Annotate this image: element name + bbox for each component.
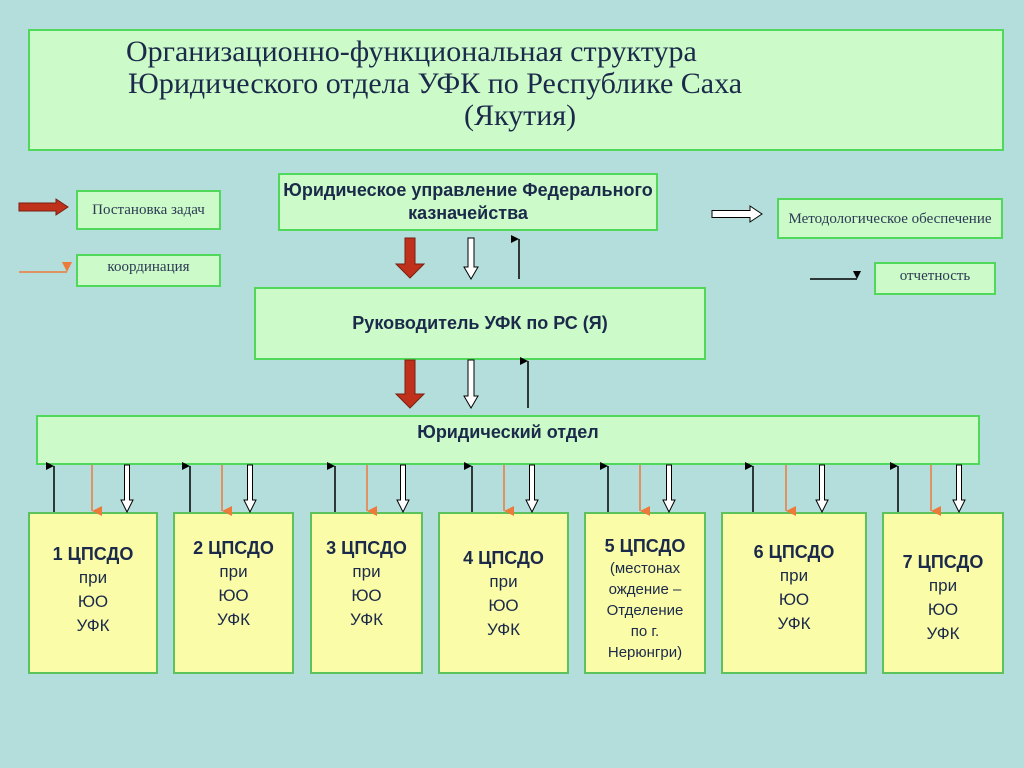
arrow-method-head-to-dept <box>463 359 479 409</box>
legend-task-arrow <box>18 198 69 216</box>
unit-line: УФК <box>76 616 110 635</box>
unit-box-5: 5 ЦПСДО (местонах ождение – Отделение по г. Н… <box>584 512 706 674</box>
legend-methodology-arrow <box>711 205 763 223</box>
legend-coordination: координация <box>76 254 221 287</box>
unit-title: 3 ЦПСДО <box>326 538 407 558</box>
arrow-method-unit-4 <box>525 464 539 514</box>
unit-line: при <box>352 562 381 581</box>
title-line-2: Юридического отдела УФК по Республике Са… <box>128 67 743 100</box>
unit-line: ЮО <box>778 590 810 609</box>
arrow-task-top-to-head <box>394 237 426 279</box>
arrow-method-unit-6 <box>815 464 829 514</box>
title-line-1: Организационно-функциональная структура <box>126 35 697 68</box>
arrow-method-unit-2 <box>243 464 257 514</box>
arrow-method-top-to-head <box>463 237 479 280</box>
unit-line: ЮО <box>77 592 109 611</box>
unit-line: Нерюнгри) <box>607 644 683 661</box>
unit-line: УФК <box>349 610 384 629</box>
arrow-method-unit-7 <box>952 464 966 514</box>
unit-title: 7 ЦПСДО <box>902 552 984 572</box>
arrow-method-unit-3 <box>396 464 410 514</box>
unit-line: при <box>489 572 518 591</box>
legend-methodology: Методологическое обеспечение <box>777 198 1003 239</box>
unit-line: УФК <box>486 620 521 639</box>
arrow-task-head-to-dept <box>394 359 426 409</box>
unit-line: УФК <box>216 610 251 629</box>
unit-line: при <box>78 568 108 587</box>
legend-task-setting: Постановка задач <box>76 190 221 230</box>
node-legal-department: Юридический отдел <box>36 415 980 465</box>
unit-line: УФК <box>926 624 960 643</box>
unit-title: 5 ЦПСДО <box>604 536 686 556</box>
unit-title: 1 ЦПСДО <box>52 544 134 564</box>
unit-line: при <box>779 566 809 585</box>
title-line-3: (Якутия) <box>464 99 577 132</box>
unit-line: ЮО <box>218 586 249 605</box>
unit-line: ЮО <box>488 596 519 615</box>
unit-line: (местонах <box>609 560 681 577</box>
unit-title: 2 ЦПСДО <box>193 538 274 558</box>
unit-line: Отделение <box>606 602 684 619</box>
title-box: Организационно-функциональная структура … <box>28 29 1004 151</box>
unit-line: УФК <box>777 614 811 633</box>
legend-reporting: отчетность <box>874 262 996 295</box>
unit-line: ождение – <box>608 581 682 598</box>
unit-line: при <box>928 576 958 595</box>
arrow-method-unit-5 <box>662 464 676 514</box>
unit-line: ЮО <box>351 586 382 605</box>
unit-line: при <box>219 562 248 581</box>
node-federal-legal-department: Юридическое управление Федерального казн… <box>278 173 658 231</box>
arrow-method-unit-1 <box>120 464 134 514</box>
unit-line: ЮО <box>927 600 959 619</box>
unit-line: по г. <box>630 623 660 640</box>
unit-title: 4 ЦПСДО <box>463 548 544 568</box>
unit-title: 6 ЦПСДО <box>753 542 835 562</box>
node-ufk-head: Руководитель УФК по РС (Я) <box>254 287 706 360</box>
